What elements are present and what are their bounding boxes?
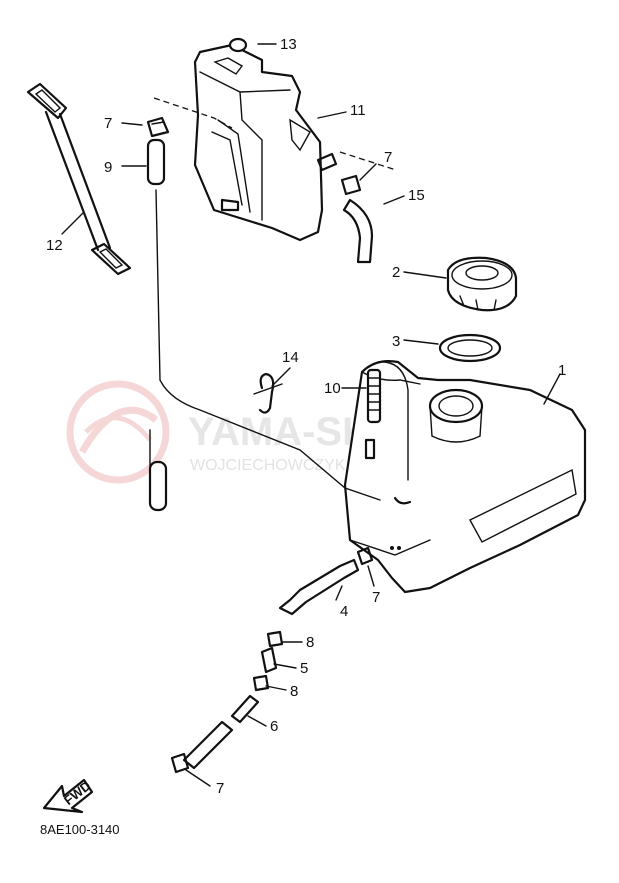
callout-3: 3 <box>392 333 400 350</box>
callout-4: 4 <box>340 603 348 620</box>
callout-1: 1 <box>558 362 566 379</box>
part-fuel-tank <box>343 360 587 594</box>
part-breather-end-hose <box>148 460 168 512</box>
part-clamp-lower <box>170 752 190 774</box>
part-clamp-8-upper <box>266 630 284 648</box>
callout-8-lower: 8 <box>290 683 298 700</box>
part-gasket <box>438 333 502 363</box>
callouts: 13 11 7 9 7 15 12 2 3 14 10 1 7 4 8 5 8 … <box>46 36 566 797</box>
part-strap <box>26 82 132 276</box>
breather-line-tank <box>377 361 409 481</box>
breather-line <box>155 189 381 501</box>
callout-11: 11 <box>350 102 366 119</box>
callout-7-upper: 7 <box>104 115 112 132</box>
part-clamp-tank-outlet <box>356 546 374 566</box>
callout-6: 6 <box>270 718 278 735</box>
leader-lines <box>61 43 561 787</box>
callout-5: 5 <box>300 660 308 677</box>
part-clamp-right <box>340 174 362 196</box>
callout-7-right: 7 <box>384 149 392 166</box>
part-breather-pipe <box>366 368 382 424</box>
part-clip <box>253 372 283 414</box>
part-clamp-8-lower <box>252 674 270 692</box>
part-hose-15 <box>342 198 374 264</box>
callout-13: 13 <box>280 36 297 53</box>
callout-7-tank: 7 <box>372 589 380 606</box>
callout-2: 2 <box>392 264 400 281</box>
callout-12: 12 <box>46 237 63 254</box>
diagram-code: 8AE100-3140 <box>40 822 120 837</box>
part-hose-9 <box>146 138 166 186</box>
callout-7-lower: 7 <box>216 780 224 797</box>
callout-15: 15 <box>408 187 425 204</box>
callout-10: 10 <box>324 380 341 397</box>
callout-9: 9 <box>104 159 112 176</box>
part-filler-cap <box>446 256 518 312</box>
part-clamp-upper <box>146 116 170 138</box>
part-fuel-filter <box>260 646 278 674</box>
part-hose-6 <box>182 694 260 770</box>
callout-14: 14 <box>282 349 299 366</box>
watermark-logo <box>66 380 170 484</box>
leader-dash-upper <box>153 97 233 129</box>
part-hose-4 <box>278 558 360 616</box>
fwd-arrow: FWD <box>42 778 94 814</box>
part-small-cap <box>228 37 248 53</box>
part-sub-tank <box>193 43 338 242</box>
callout-8-upper: 8 <box>306 634 314 651</box>
